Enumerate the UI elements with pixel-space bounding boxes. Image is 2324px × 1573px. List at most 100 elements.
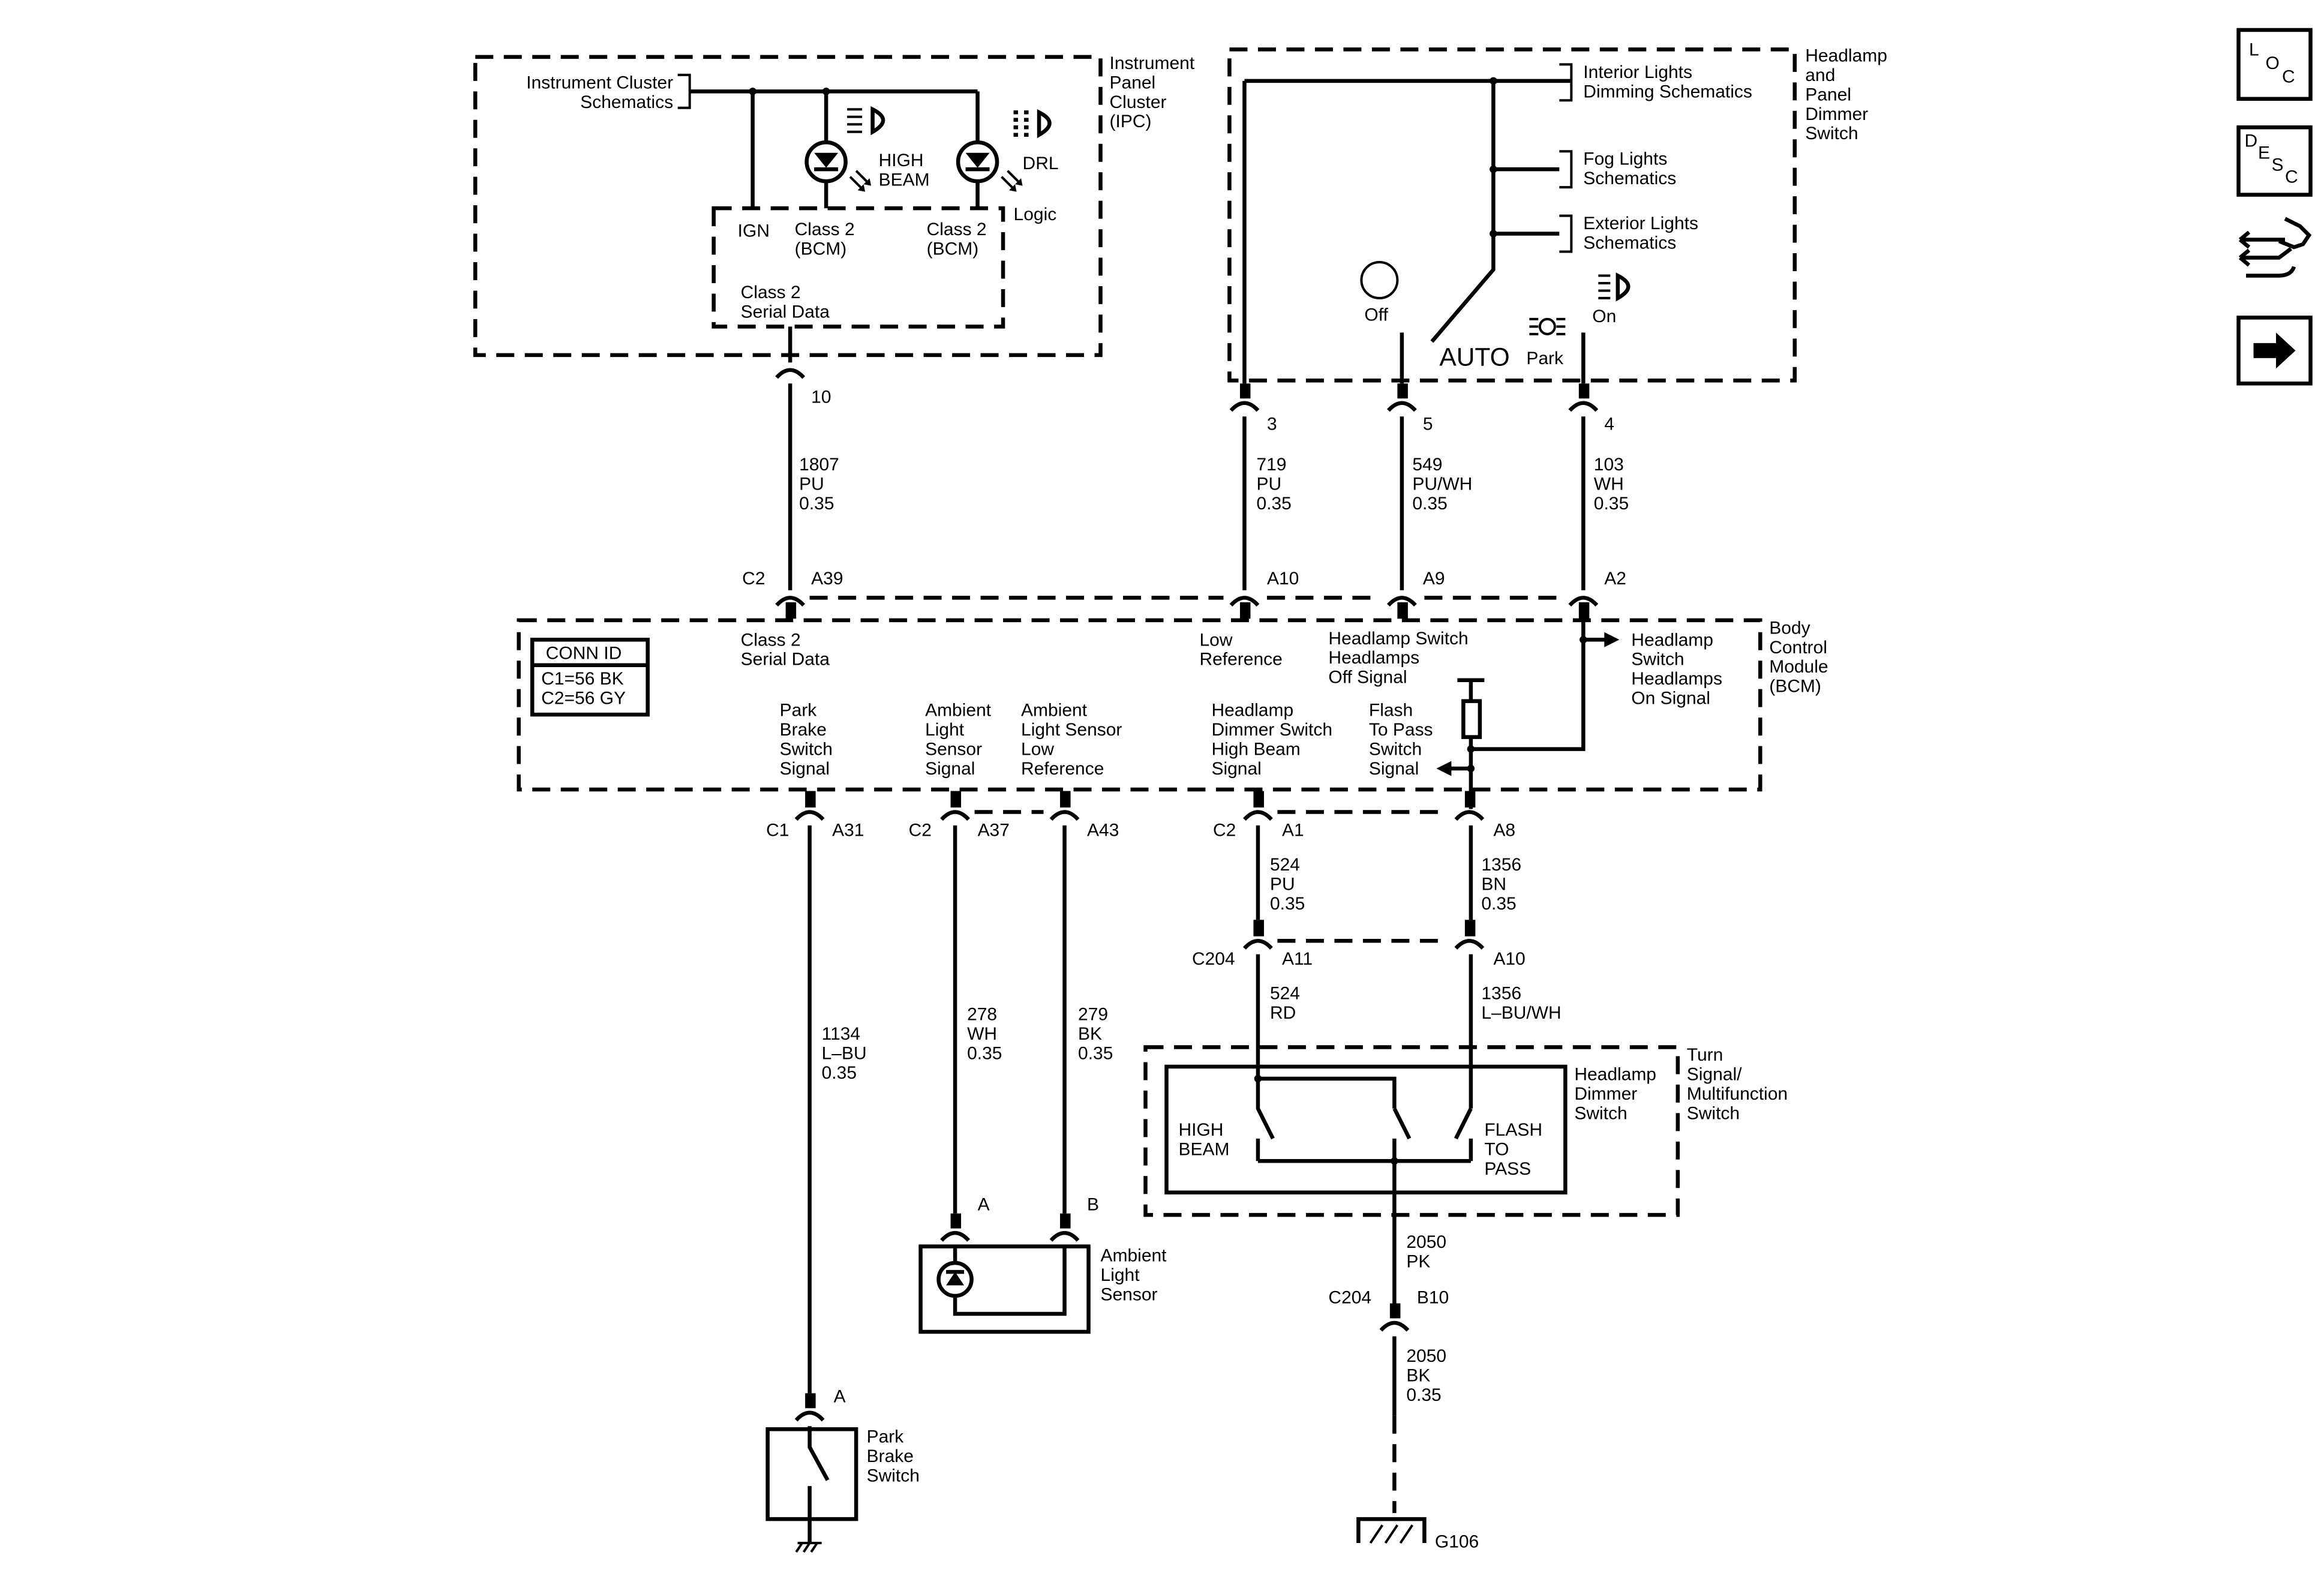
- park-lamp-icon: [1529, 317, 1566, 335]
- svg-text:4: 4: [1604, 415, 1614, 434]
- svg-text:A37: A37: [978, 820, 1010, 840]
- high-beam-icon: [847, 106, 885, 136]
- svg-text:B: B: [1087, 1195, 1099, 1215]
- svg-text:C204: C204: [1192, 949, 1235, 969]
- next-arrow-button[interactable]: [2236, 316, 2313, 386]
- svg-text:Class 2(BCM): Class 2(BCM): [795, 220, 855, 259]
- svg-text:5: 5: [1423, 415, 1433, 434]
- svg-text:CONN ID: CONN ID: [546, 644, 622, 664]
- svg-text:C2: C2: [909, 820, 932, 840]
- svg-text:A31: A31: [832, 820, 864, 840]
- svg-text:C2: C2: [742, 569, 765, 589]
- svg-text:C: C: [2285, 167, 2298, 187]
- svg-text:IGN: IGN: [738, 221, 770, 241]
- svg-text:D: D: [2245, 131, 2258, 151]
- svg-text:A10: A10: [1493, 949, 1525, 969]
- svg-text:Logic: Logic: [1014, 205, 1057, 224]
- connector-wrench-icon[interactable]: [2238, 217, 2312, 278]
- drl-icon: [1013, 109, 1052, 139]
- svg-text:On: On: [1592, 307, 1616, 326]
- svg-text:O: O: [2266, 53, 2280, 73]
- svg-text:A39: A39: [811, 569, 843, 589]
- svg-text:C2: C2: [1213, 820, 1236, 840]
- svg-text:A1: A1: [1282, 820, 1304, 840]
- svg-text:A11: A11: [1282, 949, 1313, 969]
- svg-text:3: 3: [1267, 415, 1277, 434]
- headlamp-on-icon: [1598, 272, 1631, 302]
- desc-button[interactable]: D E S C: [2236, 125, 2313, 197]
- svg-text:AUTO: AUTO: [1439, 343, 1509, 371]
- svg-text:A43: A43: [1087, 820, 1119, 840]
- svg-text:A: A: [834, 1386, 846, 1406]
- svg-text:A10: A10: [1267, 569, 1299, 589]
- svg-text:L: L: [2249, 40, 2259, 59]
- bcm-connector-c2-top: C2 A39 A10 A9 A2: [742, 569, 1626, 619]
- svg-text:C1: C1: [766, 820, 789, 840]
- drl-indicator: DRL: [956, 91, 1059, 209]
- svg-text:Park: Park: [1526, 349, 1564, 368]
- svg-text:Class 2(BCM): Class 2(BCM): [927, 220, 987, 259]
- svg-text:C: C: [2282, 67, 2295, 86]
- svg-text:10: 10: [811, 388, 831, 407]
- svg-text:E: E: [2258, 143, 2270, 163]
- svg-text:A9: A9: [1423, 569, 1445, 589]
- svg-text:S: S: [2272, 155, 2284, 175]
- svg-text:A: A: [978, 1195, 990, 1215]
- svg-text:A2: A2: [1604, 569, 1626, 589]
- bcm-connector-bottom: C1 A31 C2 A37 A43 C2 A1 A8: [766, 791, 1515, 840]
- connector-c204-b10: C204 B10: [1328, 1288, 1449, 1332]
- loc-button[interactable]: L O C: [2236, 28, 2313, 101]
- connector-c204: C204 A11 A10: [1192, 920, 1526, 969]
- headlamp-switch-pins: 3 5 4: [1229, 383, 1614, 434]
- svg-text:DRL: DRL: [1023, 154, 1059, 173]
- svg-text:C204: C204: [1328, 1288, 1371, 1308]
- svg-text:G106: G106: [1435, 1532, 1479, 1552]
- svg-text:Off: Off: [1364, 305, 1388, 325]
- svg-text:A8: A8: [1493, 820, 1515, 840]
